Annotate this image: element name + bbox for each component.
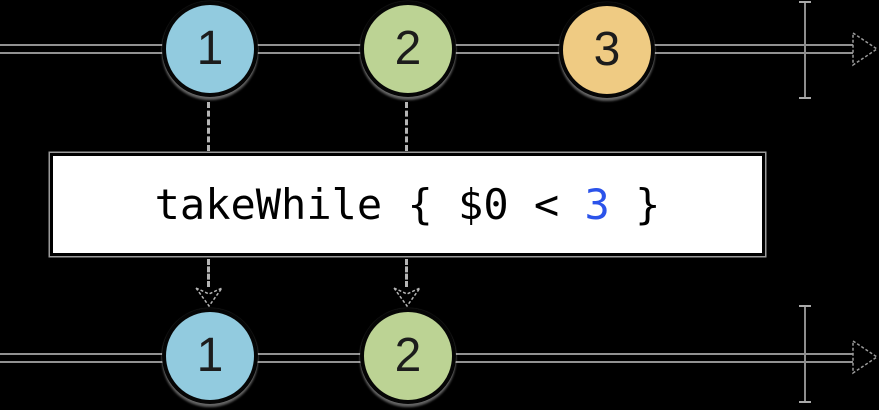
operator-code: takeWhile { $0 < 3 } (155, 180, 661, 229)
result-marble-2-label: 2 (394, 329, 422, 382)
result-marble-2: 2 (360, 308, 456, 404)
result-marble-1-label: 1 (196, 329, 224, 382)
connector-source-2-to-box (405, 102, 408, 151)
result-marble-1: 1 (162, 308, 258, 404)
operator-code-suffix: } (609, 180, 661, 229)
result-timeline-arrowhead-icon (852, 339, 879, 375)
source-timeline-arrowhead-icon (852, 31, 879, 67)
operator-code-prefix: takeWhile { $0 < (154, 180, 585, 229)
result-timeline-end-marker (799, 305, 811, 403)
operator-code-argument: 3 (584, 180, 610, 229)
source-marble-2-label: 2 (394, 22, 422, 75)
source-marble-2: 2 (360, 1, 456, 97)
source-marble-3-label: 3 (593, 23, 621, 76)
source-marble-1-label: 1 (196, 22, 224, 75)
connector-source-1-to-box (207, 102, 210, 151)
source-marble-1: 1 (162, 1, 258, 97)
source-marble-3: 3 (559, 2, 655, 98)
source-timeline-end-marker (799, 1, 811, 99)
operator-box: takeWhile { $0 < 3 } (50, 153, 765, 256)
connector-box-to-result-2 (405, 259, 408, 287)
connector-box-to-result-1 (207, 259, 210, 287)
down-arrowhead-1-icon (194, 286, 224, 308)
down-arrowhead-2-icon (392, 286, 422, 308)
